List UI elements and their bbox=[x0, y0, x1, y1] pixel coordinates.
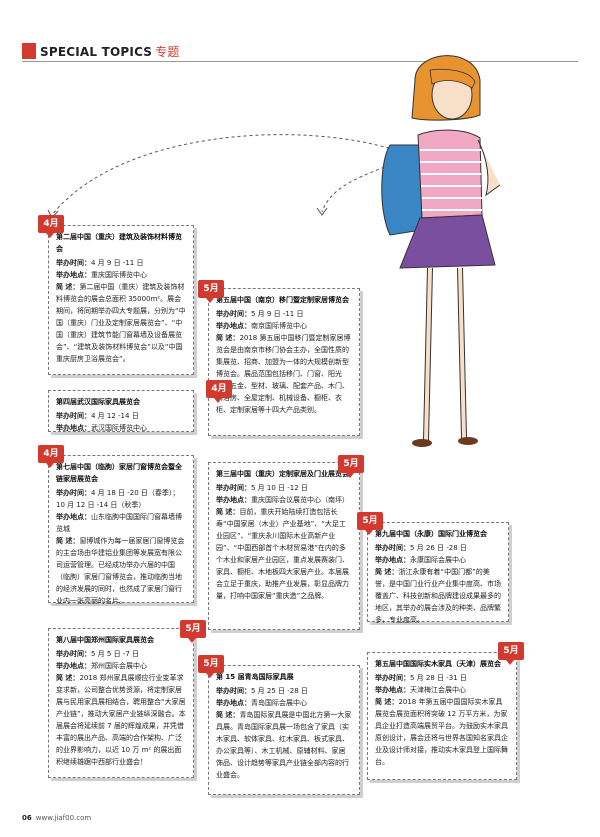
event-title: 第七届中国（临朐）家居门窗博览会暨全链家居展览会 bbox=[56, 463, 182, 483]
event-card-wuhan-furniture: 第四届武汉国际家具展览会 举办时间：4 月 12 -14 日 举办地点：武汉国际… bbox=[48, 390, 194, 432]
page-number: 06 bbox=[22, 814, 32, 822]
purple-skirt bbox=[399, 214, 496, 269]
month-tag: 5月 bbox=[498, 642, 524, 665]
event-title: 第四届武汉国际家具展览会 bbox=[56, 398, 140, 406]
arrow-to-may bbox=[321, 164, 391, 213]
event-place: 永康国际会展中心 bbox=[410, 556, 466, 564]
arrow-to-may-head bbox=[316, 207, 328, 216]
event-intro: 浙江永康有着“中国门都”的美誉，是中国门业行业产业集中度高、市场覆盖广、科技创新… bbox=[375, 568, 501, 624]
event-place: 山东临朐中国国际门窗幕墙博览城 bbox=[56, 513, 182, 533]
event-intro: 2018 第五届中国移门暨定制家居博览会是由南京市移门协会主办，全国性质的集展览… bbox=[216, 334, 351, 414]
event-card-qingdao-furniture: 第 15 届青岛国际家具展 举办时间：5 月 25 日 -28 日 举办地点：青… bbox=[208, 665, 360, 795]
girl-arm bbox=[477, 139, 501, 197]
event-intro: 第二届中国（重庆）建筑及装饰材料博览会的展会总面积 35000m²。展会期间，将… bbox=[56, 283, 186, 363]
event-place: 青岛国际会展中心 bbox=[251, 699, 307, 707]
event-intro: 窗博城作为每一届家居门窗博览会的主会场由华建铝业集团等发展宽有限公司运营管理。已… bbox=[56, 537, 185, 605]
header-rule bbox=[22, 61, 578, 62]
event-intro: 2018 年第五届中国国际实木家具展览会展览面积将突破 12 万平方米，为家具企… bbox=[375, 698, 508, 766]
event-title: 第 15 届青岛国际家具展 bbox=[216, 673, 294, 681]
arrow-to-april bbox=[51, 134, 396, 216]
event-time: 5 月 26 日 -28 日 bbox=[410, 544, 467, 552]
site-url: www.jiaf00.com bbox=[35, 814, 92, 822]
section-title-cn: 专题 bbox=[155, 45, 180, 59]
girl-shoe-left bbox=[412, 439, 432, 447]
event-title: 第三届中国（重庆）定制家居及门业展览会 bbox=[216, 470, 349, 478]
event-place: 天津梅江会展中心 bbox=[410, 686, 466, 694]
event-place: 郑州国际会展中心 bbox=[91, 662, 147, 670]
event-card-chongqing-custom-home: 第三届中国（重庆）定制家居及门业展览会 举办时间：5 月 10 日 -12 日 … bbox=[208, 462, 360, 630]
event-intro: 青岛国际家具展是中国北方第一大家具展。青岛国际家具展一场包含了家具（实木家具、软… bbox=[216, 711, 352, 779]
event-time: 5 月 25 日 -28 日 bbox=[251, 687, 308, 695]
girl-illustration bbox=[381, 55, 501, 447]
event-time: 4 月 12 -14 日 bbox=[91, 412, 139, 420]
month-tag: 5月 bbox=[198, 280, 224, 303]
event-title: 第二届中国（重庆）建筑及装饰材料博览会 bbox=[56, 233, 182, 253]
event-card-tianjin-solid-wood: 第五届中国国际实木家具（天津）展览会 举办时间：5 月 28 日 -31 日 举… bbox=[367, 652, 517, 780]
event-place: 武汉国际博览中心 bbox=[91, 424, 147, 432]
event-time: 4 月 9 日 -11 日 bbox=[91, 259, 144, 267]
event-place: 南京国际博览中心 bbox=[251, 322, 307, 330]
event-time: 5 月 10 日 -12 日 bbox=[251, 484, 308, 492]
event-time: 4 月 18 日 -20 日（春季）；10 月 12 日 -14 日（秋季） bbox=[56, 489, 180, 509]
month-tag: 4月 bbox=[38, 445, 64, 468]
event-card-zhengzhou-furniture: 第八届中国郑州国际家具展览会 举办时间：5 月 5 日 -7 日 举办地点：郑州… bbox=[48, 628, 194, 778]
event-intro: 2018 郑州家具展顺应行业变革求变求新，公司整合优势资源，将定制家居展与民用家… bbox=[56, 674, 186, 766]
month-tag: 5月 bbox=[198, 655, 224, 678]
event-time: 5 月 28 日 -31 日 bbox=[410, 674, 467, 682]
month-tag: 5月 bbox=[357, 512, 383, 535]
event-time: 5 月 5 日 -7 日 bbox=[91, 650, 140, 658]
event-title: 第五届中国国际实木家具（天津）展览会 bbox=[375, 660, 501, 668]
girl-shoe-right bbox=[458, 437, 478, 445]
event-card-linqu-doors: 第七届中国（临朐）家居门窗博览会暨全链家居展览会 举办时间：4 月 18 日 -… bbox=[48, 455, 194, 605]
month-tag: 5月 bbox=[338, 455, 364, 478]
header-marker bbox=[22, 43, 36, 59]
month-tag: 5月 bbox=[180, 620, 206, 643]
event-place: 重庆国际会议展览中心（南坪） bbox=[251, 496, 349, 504]
event-card-chongqing-building: 第二届中国（重庆）建筑及装饰材料博览会 举办时间：4 月 9 日 -11 日 举… bbox=[48, 225, 194, 375]
event-intro: 目前，重庆开始陆续打造包括长寿“中国家居（木业）产业基地”、“大足工业园区”、“… bbox=[216, 508, 349, 600]
event-card-nanjing-sliding-door: 第五届中国（南京）移门暨定制家居博览会 举办时间：5 月 9 日 -11 日 举… bbox=[208, 288, 360, 436]
section-title-en: SPECIAL TOPICS bbox=[40, 45, 153, 59]
month-tag: 4月 bbox=[206, 380, 232, 403]
event-title: 第九届中国（永康）国际门业博览会 bbox=[375, 530, 487, 538]
event-time: 5 月 9 日 -11 日 bbox=[251, 310, 304, 318]
backpack bbox=[381, 144, 423, 236]
month-tag: 4月 bbox=[38, 215, 64, 238]
event-title: 第八届中国郑州国际家具展览会 bbox=[56, 636, 154, 644]
event-place: 重庆国际博览中心 bbox=[91, 271, 147, 279]
event-title: 第五届中国（南京）移门暨定制家居博览会 bbox=[216, 296, 349, 304]
event-card-yongkang-door: 第九届中国（永康）国际门业博览会 举办时间：5 月 26 日 -28 日 举办地… bbox=[367, 522, 509, 624]
